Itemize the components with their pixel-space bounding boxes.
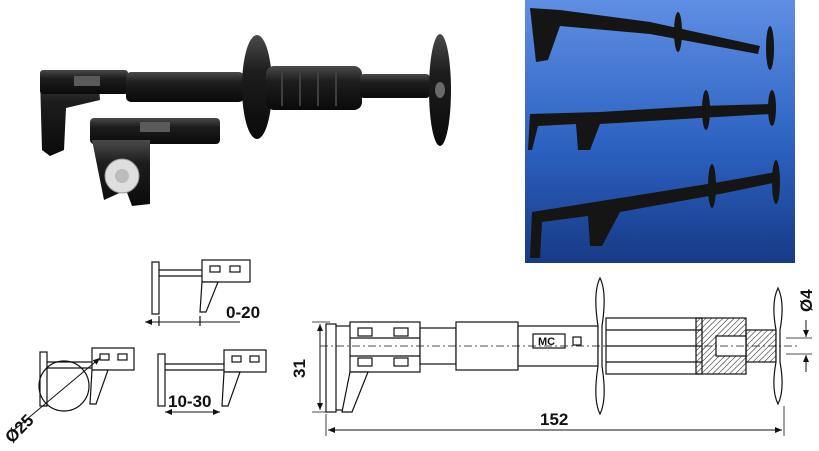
product-photo-main (40, 34, 451, 206)
clamp-range-label-1: 0-20 (226, 303, 260, 322)
brand-badge (532, 333, 566, 349)
probe-grip (266, 66, 362, 110)
clamp-range-label-2: 10-30 (168, 392, 211, 411)
diameter-clamp-label: Ø25 (1, 411, 37, 447)
tip-diameter-label: Ø4 (797, 289, 816, 312)
length-label: 152 (540, 410, 568, 429)
brand-mark: MC (538, 336, 555, 348)
probe-variant-3 (530, 160, 780, 258)
probe-technical-drawing (312, 276, 812, 436)
probe-shaft (126, 72, 244, 102)
jaw-diagram-0-20 (145, 259, 251, 326)
height-label: 31 (290, 359, 309, 378)
clamped-cylinder-icon (38, 360, 90, 412)
probe-variant-1 (530, 8, 774, 70)
product-photo-variants (525, 0, 795, 263)
jaw-diagram-10-30 (157, 349, 267, 415)
probe-variant-2 (528, 90, 776, 150)
probe-finger-guard (242, 35, 272, 139)
rear-cap-outline (773, 286, 783, 406)
jaw-diagram-diameter-25 (13, 347, 135, 431)
